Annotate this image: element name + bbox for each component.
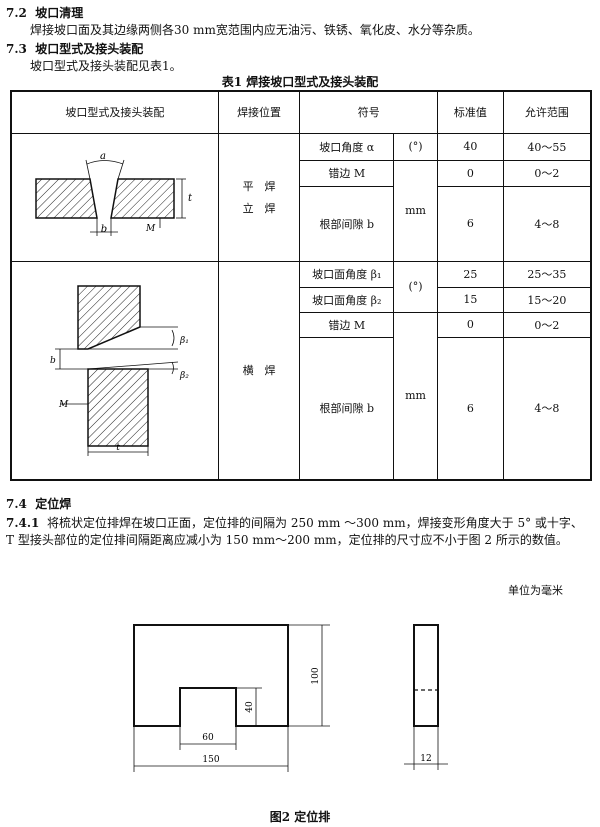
section-number: 7.2	[6, 6, 27, 20]
lower-plate	[87, 368, 149, 447]
beta1-label: β₁	[179, 336, 189, 346]
section-number: 7.4	[6, 497, 27, 511]
horizontal-groove-diagram: β₁ β₂ b M t	[50, 285, 189, 456]
slot-width-label: 60	[202, 733, 214, 743]
section-number: 7.4.1	[6, 516, 40, 530]
right-plate	[110, 178, 175, 219]
table-row: 坡口面角度 β₂ 15 15～20	[11, 286, 592, 313]
section-number: 7.3	[6, 42, 27, 56]
std-cell: 25	[437, 260, 504, 288]
misalign-label: M	[58, 400, 69, 410]
std-cell: 40	[437, 132, 504, 161]
position-cell: 横 焊	[217, 260, 301, 481]
section-7-4-heading: 7.4 定位焊	[6, 495, 71, 512]
table-row: 根部间隙 b 6 4～8	[11, 336, 592, 481]
position-vertical: 立 焊	[242, 202, 276, 215]
angle-label: a	[100, 151, 106, 162]
range-cell: 4～8	[502, 336, 592, 481]
thickness-label: 12	[420, 754, 431, 764]
ref-line	[87, 361, 179, 370]
beta1-arc	[171, 329, 175, 347]
symbol-cell: 坡口面角度 β₂	[299, 286, 395, 313]
upper-plate	[77, 285, 141, 350]
angle-extension-right	[117, 159, 125, 180]
table-row: 错边 M mm 0 0～2	[11, 311, 592, 481]
left-plate	[35, 178, 98, 219]
paragraph-line: 将梳状定位排焊在坡口正面，定位排的间隔为 250 mm ～300 mm，焊接变形…	[47, 516, 583, 530]
beta2-label: β₂	[179, 371, 189, 381]
section-title: 坡口清理	[35, 6, 84, 20]
unit-note: 单位为毫米	[508, 584, 563, 597]
plate-side-view	[413, 624, 439, 727]
symbol-cell: 错边 M	[299, 159, 395, 187]
v-groove-diagram: a t b M	[35, 151, 193, 236]
unit-cell: mm	[393, 159, 438, 262]
position-cell: 平 焊 立 焊	[217, 132, 301, 262]
position-flat: 平 焊	[242, 180, 276, 193]
header-cell: 焊接位置	[217, 90, 301, 134]
height-dim-label: 100	[311, 667, 321, 684]
slot-height-label: 40	[245, 701, 255, 713]
section-7-2-heading: 7.2 坡口清理	[6, 4, 83, 21]
symbol-cell: 错边 M	[299, 311, 395, 338]
range-cell: 0～2	[502, 311, 592, 338]
std-cell: 15	[437, 286, 504, 313]
symbol-cell: 坡口角度 α	[299, 132, 395, 161]
figure-2-caption: 图2 定位排	[269, 810, 331, 824]
symbol-cell: 根部间隙 b	[299, 185, 395, 262]
table-row: 错边 M mm 0 0～2	[11, 159, 592, 262]
section-7-3-heading: 7.3 坡口型式及接头装配	[6, 40, 143, 57]
thickness-label: t	[188, 193, 193, 204]
thickness-label: t	[116, 443, 120, 453]
figure-2-drawing: 100 40 60 150 12	[133, 624, 448, 772]
plate-front-view	[133, 624, 289, 727]
table-row: 根部间隙 b 6 4～8	[11, 185, 592, 262]
section-7-4-1-line2: T 型接头部位的定位排间隔距离应减小为 150 mm～200 mm，定位排的尺寸…	[6, 533, 568, 547]
table-1-caption: 表1 焊接坡口型式及接头装配	[221, 75, 379, 89]
range-cell: 4～8	[502, 185, 592, 262]
misalign-label: M	[145, 224, 156, 234]
range-cell: 40～55	[502, 132, 592, 161]
angle-extension-left	[85, 159, 91, 180]
range-cell: 0～2	[502, 159, 592, 187]
section-title: 定位焊	[35, 497, 72, 511]
unit-cell: mm	[393, 311, 438, 481]
header-cell: 标准值	[437, 90, 504, 134]
beta2-arc	[171, 361, 174, 375]
unit-cell: (°)	[393, 260, 438, 313]
section-7-4-1-line1: 7.4.1 将梳状定位排焊在坡口正面，定位排的间隔为 250 mm ～300 m…	[6, 514, 583, 531]
gap-label: b	[101, 224, 107, 235]
angle-arc	[86, 160, 124, 165]
gap-label: b	[50, 356, 56, 366]
section-title: 坡口型式及接头装配	[35, 42, 144, 56]
header-cell: 符号	[299, 90, 438, 134]
std-cell: 6	[437, 336, 504, 481]
section-7-3-text: 坡口型式及接头装配见表1。	[30, 59, 182, 73]
range-cell: 25～35	[502, 260, 592, 288]
width-label: 150	[202, 755, 219, 765]
symbol-cell: 根部间隙 b	[299, 336, 395, 481]
section-7-2-text: 焊接坡口面及其边缘两侧各30 mm宽范围内应无油污、铁锈、氧化皮、水分等杂质。	[30, 23, 480, 37]
